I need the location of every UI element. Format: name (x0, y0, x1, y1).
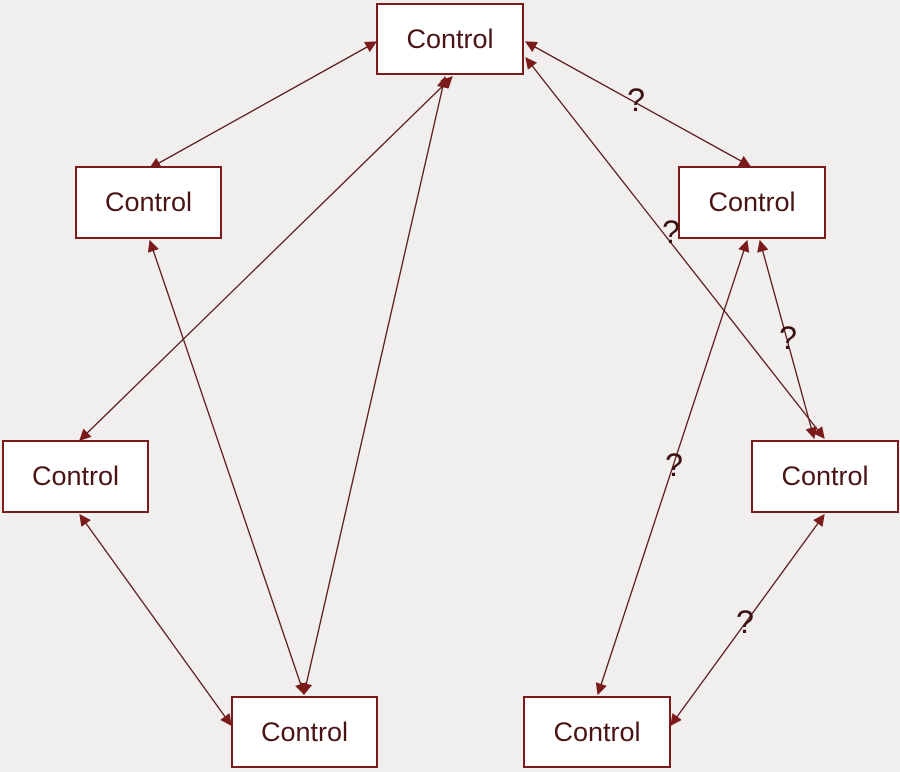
edge-middle-left-bottom-left (79, 514, 232, 726)
edge-label-middle-right-bottom-right: ? (736, 604, 754, 640)
edge-label-top-upper-right: ? (627, 82, 645, 118)
edge-label-upper-right-middle-right: ? (779, 320, 797, 356)
node-control-top: Control (376, 3, 524, 75)
edge-label-upper-right-bottom-right: ? (665, 447, 683, 483)
node-label: Control (31, 461, 120, 491)
node-control-bottom-right: Control (523, 696, 671, 768)
edge-label-top-middle-right: ? (662, 214, 680, 250)
node-label: Control (406, 23, 494, 54)
edge-top-upper-left (148, 41, 378, 169)
edge-middle-right-bottom-right (670, 514, 825, 726)
node-label: Control (708, 187, 796, 217)
node-label: Control (260, 716, 349, 747)
edge-top-middle-left (79, 76, 453, 441)
edge-upper-right-bottom-right (595, 239, 750, 696)
node-control-middle-right: Control (751, 440, 899, 513)
edge-top-bottom-left (300, 75, 449, 696)
node-control-upper-left: Control (75, 166, 222, 239)
node-label: Control (104, 187, 193, 217)
edge-upper-right-middle-right (757, 239, 817, 440)
node-label: Control (781, 461, 869, 491)
edge-upper-left-bottom-left (147, 239, 307, 696)
node-control-upper-right: Control (678, 166, 826, 239)
node-control-bottom-left: Control (231, 696, 378, 768)
node-control-middle-left: Control (2, 440, 149, 513)
node-label: Control (553, 716, 641, 747)
